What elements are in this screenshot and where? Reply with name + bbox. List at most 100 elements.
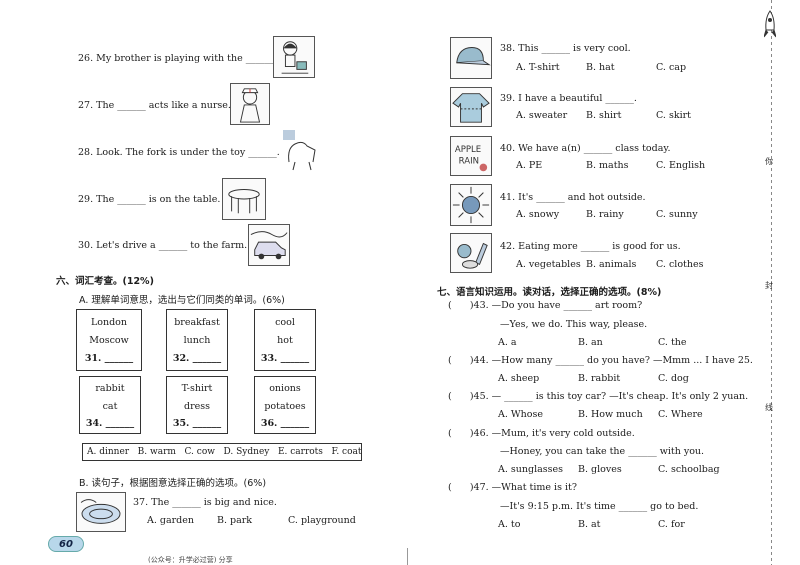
word-box-word2: lunch — [183, 335, 211, 346]
question-45: ( )45. — ______ is this toy car? —It's c… — [448, 391, 749, 402]
q46-option-b[interactable]: B. gloves — [578, 464, 622, 475]
cap-picture — [450, 37, 492, 79]
q44-option-a[interactable]: A. sheep — [498, 373, 540, 384]
page-number: 60 — [48, 536, 84, 552]
q41-option-c[interactable]: C. sunny — [656, 209, 698, 220]
q44-option-c[interactable]: C. dog — [658, 373, 689, 384]
table-picture — [222, 178, 266, 220]
word-box-word1: rabbit — [95, 383, 125, 394]
question-46-reply: —Honey, you can take the ______ with you… — [500, 446, 705, 457]
word-box-34: rabbit cat 34. ______ — [79, 376, 141, 434]
q37-option-b[interactable]: B. park — [217, 515, 253, 526]
options-box: A. dinner B. warm C. cow D. Sydney E. ca… — [82, 443, 362, 461]
answer-blank-35[interactable]: 35. ______ — [172, 418, 222, 429]
word-box-word1: breakfast — [174, 317, 220, 328]
q40-option-a[interactable]: A. PE — [516, 160, 543, 171]
q45-option-b[interactable]: B. How much — [578, 409, 643, 420]
sweater-picture — [450, 87, 492, 127]
svg-text:APPLE: APPLE — [455, 145, 481, 155]
nurse-picture — [230, 83, 270, 125]
q42-option-b[interactable]: B. animals — [586, 259, 637, 270]
q41-option-b[interactable]: B. rainy — [586, 209, 624, 220]
q37-option-a[interactable]: A. garden — [147, 515, 195, 526]
margin-char-2: 封 — [765, 281, 773, 290]
boy-playing-picture — [273, 36, 315, 78]
word-box-word2: hot — [277, 335, 293, 346]
page-divider — [407, 548, 408, 565]
q39-option-a[interactable]: A. sweater — [516, 110, 568, 121]
q47-option-b[interactable]: B. at — [578, 519, 601, 530]
q38-option-b[interactable]: B. hat — [586, 62, 615, 73]
question-27: 27. The ______ acts like a nurse. — [78, 100, 231, 111]
q43-option-a[interactable]: A. a — [498, 337, 517, 348]
answer-blank-33[interactable]: 33. ______ — [260, 353, 310, 364]
q45-option-a[interactable]: A. Whose — [498, 409, 543, 420]
q42-option-c[interactable]: C. clothes — [656, 259, 704, 270]
section-6b-instruction: B. 读句子，根据图意选择正确的选项。(6%) — [79, 478, 267, 489]
q43-option-c[interactable]: C. the — [658, 337, 687, 348]
q40-option-b[interactable]: B. maths — [586, 160, 629, 171]
car-picture — [248, 224, 290, 266]
question-41: 41. It's ______ and hot outside. — [500, 192, 646, 203]
question-46: ( )46. —Mum, it's very cold outside. — [448, 428, 635, 439]
binding-dotted-line — [771, 0, 772, 565]
q43-option-b[interactable]: B. an — [578, 337, 603, 348]
answer-blank-34[interactable]: 34. ______ — [85, 418, 135, 429]
answer-blank-36[interactable]: 36. ______ — [260, 418, 310, 429]
q44-option-b[interactable]: B. rabbit — [578, 373, 621, 384]
question-26: 26. My brother is playing with the _____… — [78, 53, 278, 64]
word-box-word1: onions — [269, 383, 301, 394]
question-43-reply: —Yes, we do. This way, please. — [500, 319, 648, 330]
word-box-32: breakfast lunch 32. ______ — [166, 309, 228, 371]
word-box-word2: potatoes — [264, 401, 306, 412]
q46-option-c[interactable]: C. schoolbag — [658, 464, 720, 475]
word-box-word2: dress — [184, 401, 210, 412]
q40-option-c[interactable]: C. English — [656, 160, 706, 171]
question-42: 42. Eating more ______ is good for us. — [500, 241, 681, 252]
question-39: 39. I have a beautiful ______. — [500, 93, 637, 104]
apple-rain-picture: APPLE RAIN — [450, 136, 492, 176]
answer-blank-32[interactable]: 32. ______ — [172, 353, 222, 364]
question-29: 29. The ______ is on the table. — [78, 194, 221, 205]
word-box-33: cool hot 33. ______ — [254, 309, 316, 371]
question-44: ( )44. —How many ______ do you have? —Mm… — [448, 355, 753, 366]
word-box-word1: T-shirt — [181, 383, 213, 394]
q39-option-c[interactable]: C. skirt — [656, 110, 691, 121]
svg-text:RAIN: RAIN — [459, 157, 479, 167]
question-30: 30. Let's drive a ______ to the farm. — [78, 240, 248, 251]
sun-picture — [450, 184, 492, 226]
word-box-word1: London — [90, 317, 128, 328]
q38-option-c[interactable]: C. cap — [656, 62, 687, 73]
word-box-word2: cat — [102, 401, 118, 412]
section-7-title: 七、语言知识运用。读对话，选择正确的选项。(8%) — [437, 287, 662, 298]
word-box-35: T-shirt dress 35. ______ — [166, 376, 228, 434]
word-box-31: London Moscow 31. ______ — [76, 309, 142, 371]
word-box-word1: cool — [275, 317, 295, 328]
q47-option-a[interactable]: A. to — [498, 519, 521, 530]
rocket-icon — [763, 10, 777, 40]
q39-option-b[interactable]: B. shirt — [586, 110, 622, 121]
toy-horse-picture — [281, 128, 321, 172]
q45-option-c[interactable]: C. Where — [658, 409, 703, 420]
q38-option-a[interactable]: A. T-shirt — [516, 62, 560, 73]
park-picture — [76, 492, 126, 532]
question-28: 28. Look. The fork is under the toy ____… — [78, 147, 280, 158]
question-47-reply: —It's 9:15 p.m. It's time ______ go to b… — [500, 501, 699, 512]
word-box-36: onions potatoes 36. ______ — [254, 376, 316, 434]
q37-option-c[interactable]: C. playground — [288, 515, 356, 526]
q41-option-a[interactable]: A. snowy — [516, 209, 560, 220]
question-40: 40. We have a(n) ______ class today. — [500, 143, 671, 154]
footer-text: (公众号：升学必过营) 分享 — [148, 556, 233, 564]
vegetables-picture — [450, 233, 492, 273]
answer-blank-31[interactable]: 31. ______ — [84, 353, 134, 364]
question-47: ( )47. —What time is it? — [448, 482, 577, 493]
section-6a-instruction: A. 理解单词意思，选出与它们同类的单词。(6%) — [79, 295, 285, 306]
q42-option-a[interactable]: A. vegetables — [516, 259, 581, 270]
q46-option-a[interactable]: A. sunglasses — [498, 464, 564, 475]
question-43: ( )43. —Do you have ______ art room? — [448, 300, 643, 311]
margin-char-3: 线 — [765, 403, 773, 412]
question-37: 37. The ______ is big and nice. — [133, 497, 277, 508]
section-6-title: 六、词汇考查。(12%) — [56, 276, 154, 287]
word-box-word2: Moscow — [89, 335, 129, 346]
q47-option-c[interactable]: C. for — [658, 519, 685, 530]
